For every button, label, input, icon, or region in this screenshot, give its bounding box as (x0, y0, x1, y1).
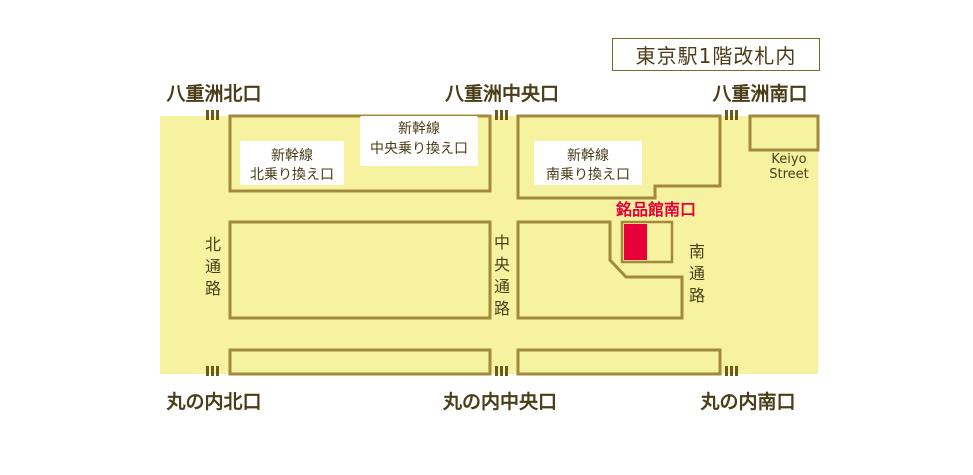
shop-highlight (624, 224, 647, 260)
passage-north-char: 北 (205, 235, 221, 254)
passage-central-char: 路 (494, 299, 510, 318)
middle-east-block (516, 220, 684, 320)
shop-name: 銘品館南口 (616, 200, 696, 219)
exit-marunouchi-central: 丸の内中央口 (442, 390, 557, 413)
gate-north-line1: 新幹線 (271, 147, 313, 164)
exit-yaesu-north: 八重洲北口 (166, 83, 261, 105)
gate-south-label-box (534, 141, 642, 185)
map-title: 東京駅1階改札内 (612, 38, 820, 71)
exit-yaesu-south: 八重洲南口 (712, 83, 807, 105)
keiyo-street-line1: Keiyo (771, 152, 806, 167)
passage-north-char: 路 (205, 279, 221, 298)
gate-north-label-box (240, 141, 344, 185)
passage-central-char: 通 (494, 277, 510, 296)
passage-north-char: 通 (205, 257, 221, 276)
exit-yaesu-central: 八重洲中央口 (445, 82, 559, 105)
bottom-west-block (228, 348, 492, 376)
gate-marks-bottom (206, 366, 738, 376)
passage-central-char: 中 (494, 233, 510, 252)
passage-central-char: 央 (494, 255, 510, 274)
gate-south-line2: 南乗り換え口 (546, 167, 630, 183)
north-west-block (160, 116, 196, 374)
exit-marunouchi-north: 丸の内北口 (165, 390, 261, 413)
gate-marks-top (206, 110, 738, 120)
gate-south-line1: 新幹線 (567, 147, 609, 164)
passage-south-char: 南 (689, 242, 705, 261)
gate-central-line2: 中央乗り換え口 (370, 141, 468, 157)
passage-south-char: 路 (689, 286, 705, 305)
passage-south-char: 通 (689, 264, 705, 283)
keiyo-street-line2: Street (769, 167, 809, 182)
gate-central-label-box (360, 116, 478, 166)
gate-central-line1: 新幹線 (398, 120, 440, 137)
bottom-east-block (516, 348, 722, 376)
exit-marunouchi-south: 丸の内南口 (699, 390, 795, 413)
middle-west-block (228, 220, 492, 320)
north-east-block (748, 114, 820, 152)
south-east-block (750, 186, 818, 374)
gate-north-line2: 北乗り換え口 (250, 167, 334, 183)
